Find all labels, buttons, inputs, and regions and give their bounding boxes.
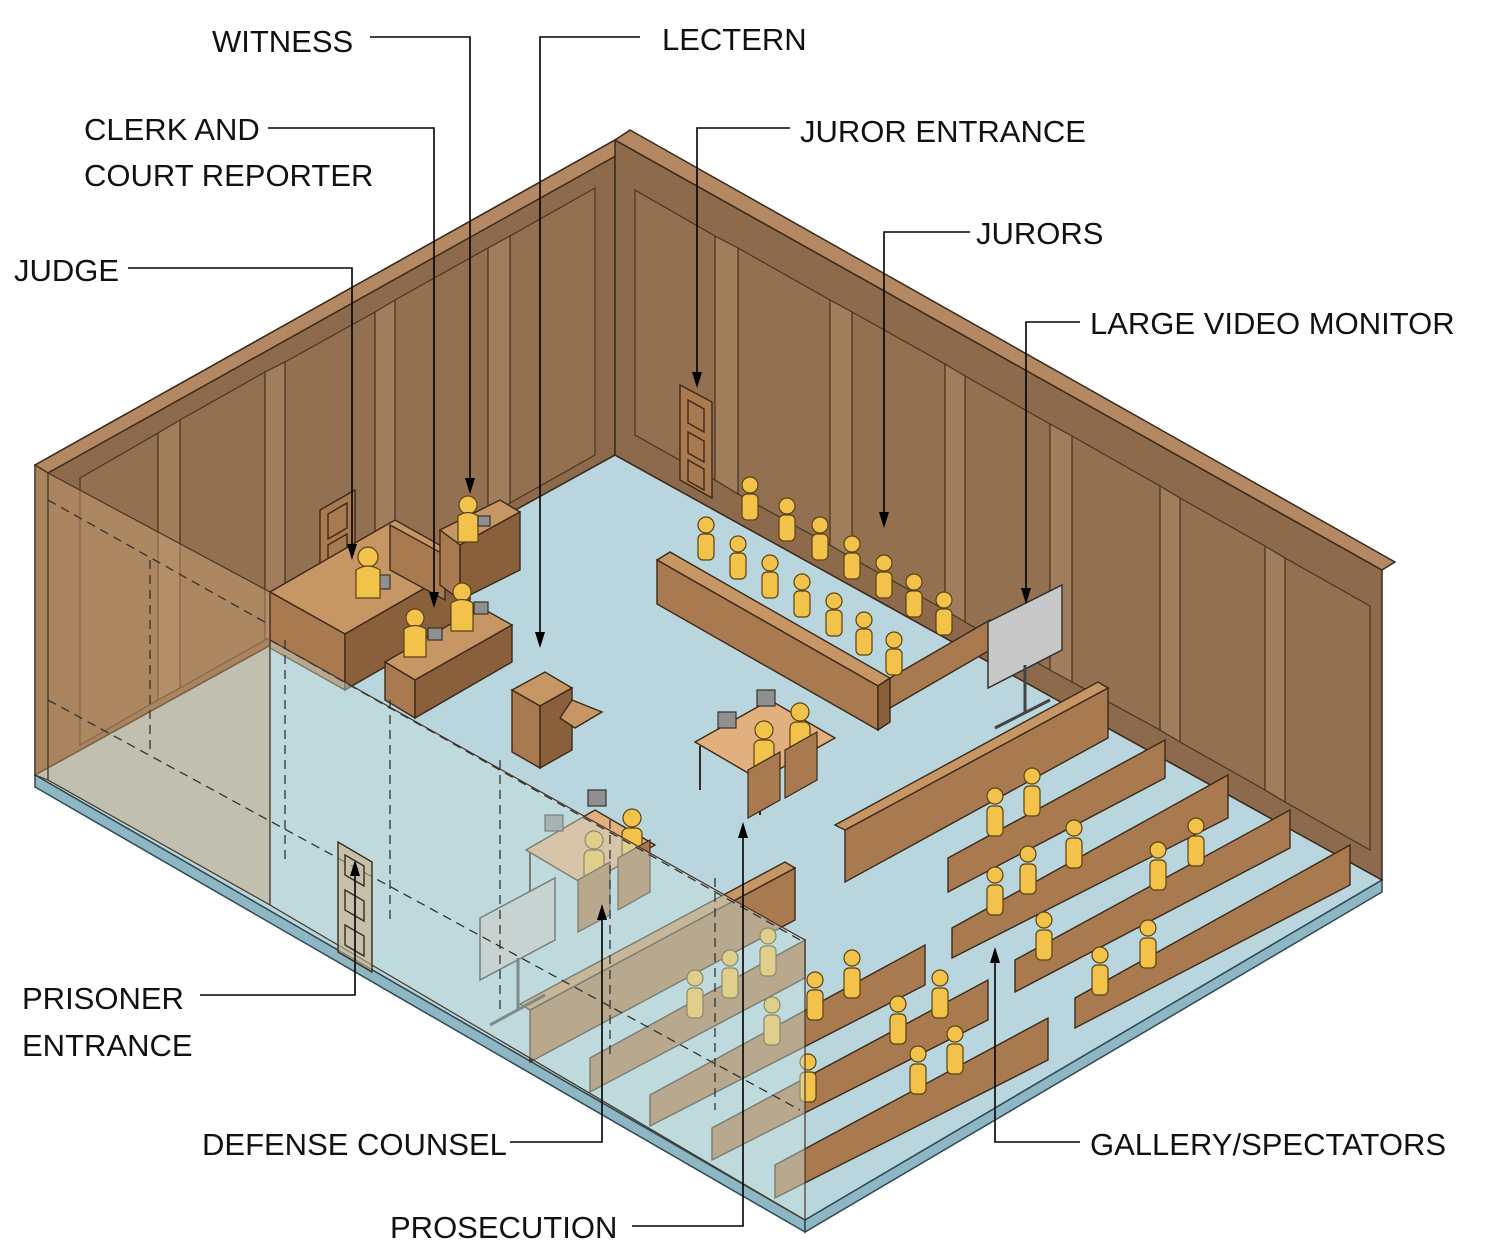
- monitor-leader: [1025, 321, 1080, 596]
- label-witness: WITNESS: [212, 24, 353, 59]
- label-juror-entrance: JUROR ENTRANCE: [800, 114, 1086, 149]
- clerk-figures: [403, 582, 489, 658]
- prosecution-leader: [632, 830, 744, 1227]
- large-video-monitor: [987, 583, 1063, 730]
- gallery-spectators-right: [986, 767, 1205, 996]
- defense-screen-icon: [544, 814, 564, 832]
- prisoner-leader: [200, 868, 356, 996]
- label-clerk-line1: CLERK AND: [84, 112, 260, 147]
- defense-screen2-icon: [587, 789, 607, 807]
- prosecution-table: [693, 689, 837, 820]
- label-lectern: LECTERN: [662, 22, 807, 57]
- prosecution-screen-icon: [717, 711, 737, 729]
- jury-box: [655, 551, 991, 732]
- juror-entrance-leader: [696, 127, 790, 380]
- defense-table: [524, 789, 657, 933]
- witness-screen-icon: [477, 515, 491, 527]
- judge-figure: [355, 546, 381, 599]
- juror-figures: [697, 476, 953, 676]
- label-judge: JUDGE: [14, 253, 119, 288]
- prosecution-screen2-icon: [756, 689, 776, 707]
- label-prosecution: PROSECUTION: [390, 1210, 617, 1245]
- witness-leader: [370, 36, 471, 488]
- label-gallery-spectators: GALLERY/SPECTATORS: [1090, 1127, 1446, 1162]
- gallery-leader: [994, 955, 1080, 1143]
- labels: WITNESS LECTERN CLERK AND COURT REPORTER…: [14, 22, 1455, 1245]
- witness-figure: [457, 495, 491, 543]
- back-right-wall: [613, 129, 1397, 882]
- front-glass-walls: [34, 463, 806, 1222]
- defense-leader: [510, 912, 603, 1143]
- leader-lines: [128, 36, 1080, 1227]
- jurors-leader: [883, 231, 970, 520]
- clerk-leader: [268, 127, 435, 600]
- label-prisoner-line2: ENTRANCE: [22, 1028, 193, 1063]
- label-defense-counsel: DEFENSE COUNSEL: [202, 1127, 507, 1162]
- lectern-leader: [539, 36, 640, 640]
- label-large-video-monitor: LARGE VIDEO MONITOR: [1090, 306, 1455, 341]
- juror-entrance-door: [679, 383, 713, 500]
- label-prisoner-line1: PRISONER: [22, 981, 184, 1016]
- label-clerk-line2: COURT REPORTER: [84, 158, 373, 193]
- small-video-monitor: [479, 876, 556, 1027]
- label-jurors: JURORS: [976, 216, 1103, 251]
- gallery-benches-right: [833, 681, 1351, 1030]
- clerk-screen-icon: [427, 627, 443, 641]
- clerk-desk: [383, 606, 514, 720]
- lectern: [510, 671, 604, 770]
- judge-leader: [128, 267, 353, 552]
- gallery-spectators-left: [686, 927, 964, 1103]
- reporter-screen-icon: [473, 601, 489, 615]
